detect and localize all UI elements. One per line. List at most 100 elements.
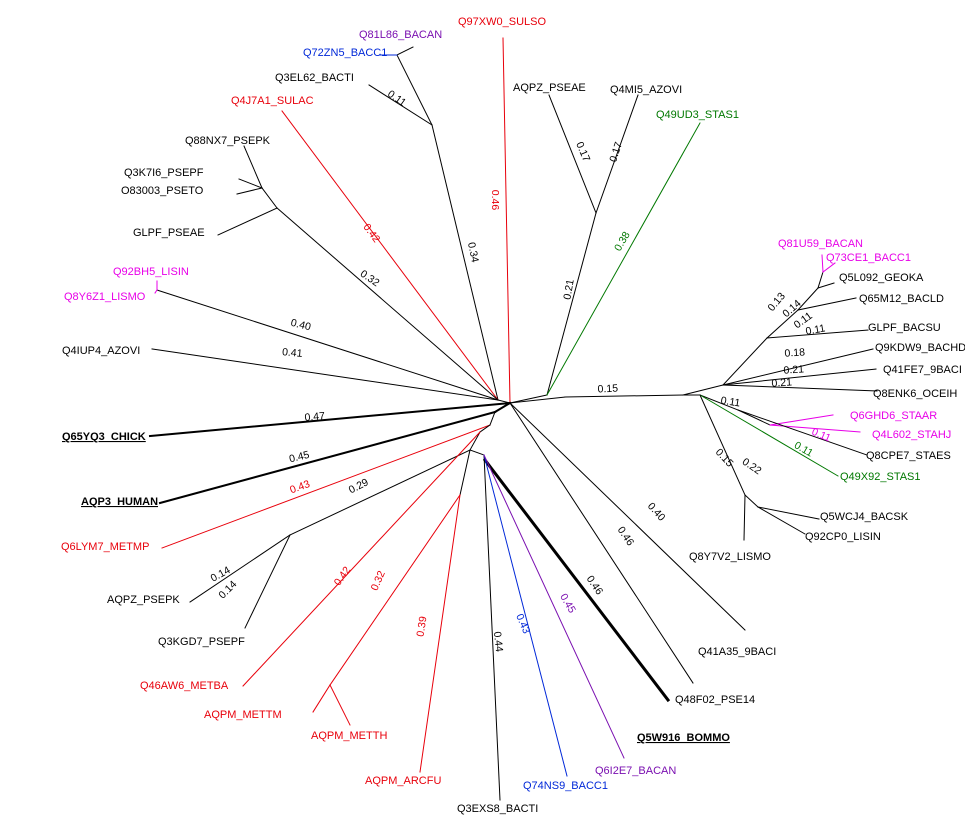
leaf-label-q5w916: Q5W916_BOMMO	[637, 732, 730, 744]
leaf-label-q4l602: Q4L602_STAHJ	[872, 429, 951, 441]
branch-17	[766, 329, 869, 339]
leaf-label-q3el62: Q3EL62_BACTI	[275, 72, 354, 84]
leaf-label-q8y6z1: Q8Y6Z1_LISMO	[64, 291, 146, 303]
leaf-label-q81l86: Q81L86_BACAN	[359, 29, 442, 41]
branch-29	[744, 494, 759, 508]
branch-length-staph-clade: 0.11	[720, 395, 741, 410]
tree-branches	[148, 37, 878, 801]
branch-length-q3exs8: 0.44	[491, 631, 505, 653]
branch-length-q65yq3: 0.47	[304, 410, 326, 424]
leaf-label-q72zn5: Q72ZN5_BACC1	[303, 47, 387, 59]
branch-length-psepk-clade: 0.29	[347, 476, 371, 496]
branch-66	[329, 494, 461, 686]
branch-20	[722, 384, 878, 392]
branch-58	[161, 424, 491, 549]
branch-33	[509, 402, 746, 631]
branch-1	[546, 212, 597, 396]
branch-38	[396, 54, 433, 126]
branch-49	[217, 207, 278, 236]
branch-3	[595, 94, 639, 214]
branch-62	[189, 534, 291, 603]
branch-32	[743, 494, 746, 541]
branch-30	[757, 506, 820, 520]
leaf-label-q5wcj4: Q5WCJ4_BACSK	[820, 511, 909, 523]
branch-70	[469, 449, 485, 456]
branch-67	[312, 684, 331, 713]
leaf-label-q81u59: Q81U59_BACAN	[778, 238, 863, 250]
branch-26	[737, 409, 868, 456]
branch-length-q49x92: 0.11	[792, 439, 815, 459]
branch-length-q8enk6: 0.21	[771, 376, 792, 389]
branch-length-glpf-bacsu: 0.11	[805, 322, 827, 337]
branch-73	[483, 454, 625, 759]
branch-length-bacillus-clade: 0.15	[597, 382, 618, 395]
branch-7	[564, 394, 684, 398]
branch-4	[546, 122, 701, 396]
leaf-label-q92cp0: Q92CP0_LISIN	[805, 531, 881, 543]
leaf-label-q9kdw9: Q9KDW9_BACHD	[875, 342, 965, 354]
branch-69	[419, 494, 461, 773]
leaf-label-q92bh5: Q92BH5_LISIN	[113, 266, 189, 278]
branch-length-mett-clade: 0.32	[369, 569, 388, 593]
branch-54	[148, 401, 512, 438]
leaf-label-q8cpe7: Q8CPE7_STAES	[866, 450, 951, 462]
branch-0	[509, 394, 548, 404]
leaf-label-aqpz-pseae: AQPZ_PSEAE	[513, 82, 586, 94]
branch-11	[797, 287, 819, 311]
branch-45	[261, 187, 278, 209]
branch-37	[431, 124, 499, 401]
branch-5	[502, 37, 511, 404]
branch-72	[483, 454, 568, 777]
leaf-label-q3exs8: Q3EXS8_BACTI	[457, 803, 538, 815]
branch-2	[548, 94, 597, 214]
leaf-label-q4iup4: Q4IUP4_AZOVI	[62, 345, 140, 357]
leaf-label-q49ud3: Q49UD3_STAS1	[656, 109, 739, 121]
leaf-label-q41a35: Q41A35_9BACI	[698, 646, 776, 658]
branch-42	[368, 84, 433, 126]
branch-46	[243, 145, 263, 189]
branch-length-q41fe7: 0.21	[783, 363, 804, 376]
branch-63	[244, 534, 291, 629]
branch-length-pseudomonas-glpf: 0.34	[465, 241, 481, 264]
leaf-label-q41fe7: Q41FE7_9BACI	[883, 364, 962, 376]
branch-34	[509, 402, 694, 684]
branch-12	[817, 271, 824, 289]
leaf-label-q97xw0: Q97XW0_SULSO	[458, 16, 546, 28]
leaf-label-aqpm-metth: AQPM_METTH	[311, 730, 387, 742]
branch-43	[281, 110, 499, 401]
branch-71	[483, 454, 501, 801]
branch-60	[469, 431, 481, 451]
branch-23	[737, 409, 771, 426]
branch-47	[238, 178, 263, 189]
branch-9	[722, 337, 768, 386]
branch-length-q46aw6: 0.42	[332, 564, 354, 588]
branch-61	[289, 449, 471, 536]
leaf-label-q48f02: Q48F02_PSE14	[675, 694, 755, 706]
branch-24	[769, 414, 834, 426]
branch-50	[156, 289, 499, 401]
branch-39	[396, 46, 414, 56]
leaf-label-q3k7i6: Q3K7I6_PSEPF	[124, 167, 204, 179]
branch-56	[158, 410, 497, 505]
leaf-label-glpf-bacsu: GLPF_BACSU	[868, 322, 941, 334]
branch-53	[151, 348, 499, 401]
branch-28	[699, 394, 746, 496]
leaf-label-q73ce1: Q73CE1_BACC1	[826, 252, 911, 264]
branch-6	[509, 396, 566, 404]
branch-68	[329, 684, 351, 726]
branch-10	[766, 309, 799, 339]
branch-length-q4iup4: 0.41	[282, 346, 304, 360]
leaf-label-glpf-pseae: GLPF_PSEAE	[133, 227, 205, 239]
branch-44	[276, 207, 499, 401]
branch-16	[797, 297, 857, 311]
branch-length-q6i2e7: 0.45	[557, 592, 578, 616]
branch-19	[722, 368, 877, 386]
branch-13	[821, 254, 824, 273]
leaf-label-aqpz-psepk: AQPZ_PSEPK	[107, 594, 180, 606]
leaf-label-q6lym7: Q6LYM7_METMP	[61, 541, 149, 553]
leaf-label-q5l092: Q5L092_GEOKA	[839, 272, 924, 284]
leaf-label-q8enk6: Q8ENK6_OCEIH	[873, 388, 957, 400]
branch-length-aqp3: 0.45	[288, 449, 311, 466]
leaf-labels: Q81L86_BACAN Q97XW0_SULSO Q72ZN5_BACC1Q3EL…	[61, 16, 965, 815]
